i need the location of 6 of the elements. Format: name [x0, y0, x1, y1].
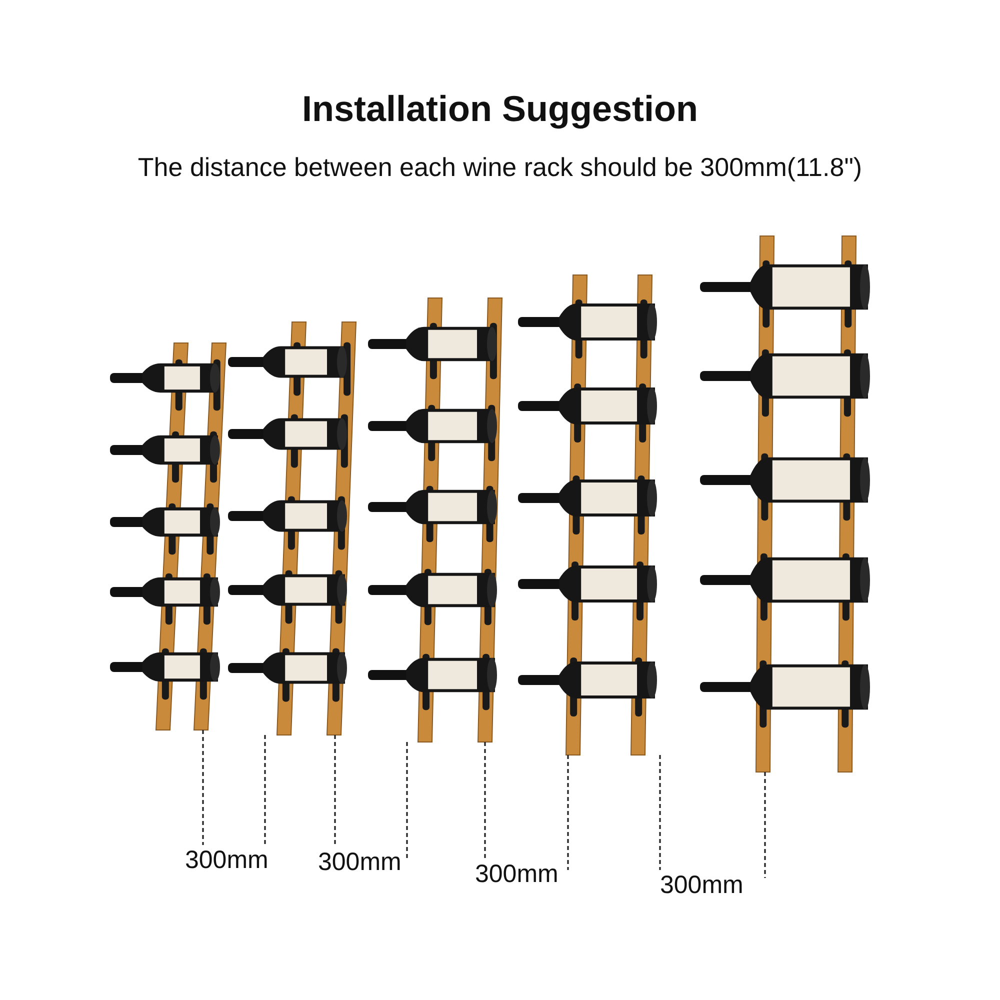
- title: Installation Suggestion: [300, 88, 700, 130]
- dimension-label: 300mm: [475, 860, 558, 889]
- dimension-label: 300mm: [185, 846, 268, 875]
- dimension-label: 300mm: [660, 871, 744, 900]
- subtitle: The distance between each wine rack should be 300mm(11.8"): [136, 152, 864, 183]
- dimension-label: 300mm: [318, 848, 402, 877]
